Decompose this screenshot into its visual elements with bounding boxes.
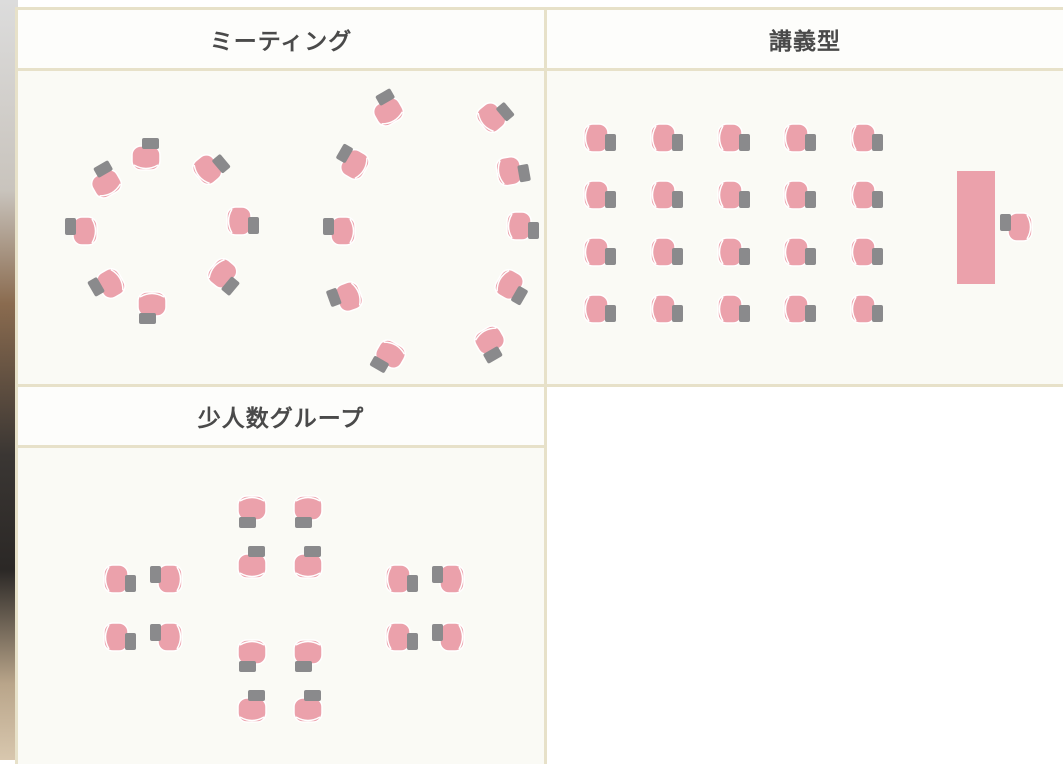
meeting-panel-title: ミーティング — [18, 10, 544, 71]
chair-icon — [206, 257, 240, 296]
chair-icon — [717, 237, 750, 267]
chair-icon — [372, 88, 405, 127]
chair-icon — [237, 546, 267, 579]
chair-icon — [650, 294, 683, 324]
lecture-diagram — [547, 71, 1063, 384]
chair-icon — [90, 160, 123, 199]
chair-icon — [650, 123, 683, 153]
chair-icon — [783, 237, 816, 267]
chair-icon — [717, 123, 750, 153]
chair-icon — [783, 180, 816, 210]
chair-icon — [293, 690, 323, 723]
chair-icon — [783, 123, 816, 153]
lecture-layout-panel: 講義型 — [544, 7, 1063, 387]
lecture-panel-title: 講義型 — [547, 10, 1063, 71]
meeting-layout-panel: ミーティング — [15, 7, 547, 387]
chair-icon — [650, 237, 683, 267]
chair-icon — [1000, 212, 1033, 242]
chair-icon — [850, 294, 883, 324]
chair-icon — [226, 206, 259, 236]
chair-icon — [850, 123, 883, 153]
chair-icon — [237, 495, 267, 528]
group-diagram — [18, 448, 544, 764]
chair-icon — [495, 155, 531, 187]
desk-icon — [957, 171, 995, 284]
chair-icon — [650, 180, 683, 210]
chair-icon — [103, 564, 136, 594]
meeting-diagram — [18, 71, 544, 384]
chair-icon — [475, 102, 515, 134]
chair-icon — [131, 138, 161, 171]
chair-icon — [137, 291, 167, 324]
chair-icon — [65, 216, 98, 246]
chair-icon — [191, 154, 231, 186]
background-photo — [0, 0, 18, 760]
chair-icon — [432, 622, 465, 652]
chair-icon — [369, 339, 407, 373]
chair-icon — [150, 622, 183, 652]
lecture-seating-diagram — [583, 123, 1033, 324]
chair-icon — [385, 622, 418, 652]
chair-icon — [432, 564, 465, 594]
chair-icon — [850, 180, 883, 210]
chair-icon — [494, 268, 528, 306]
chair-icon — [717, 294, 750, 324]
chair-icon — [583, 180, 616, 210]
chair-icon — [293, 546, 323, 579]
meeting-seating-diagram — [65, 88, 539, 373]
chair-icon — [717, 180, 750, 210]
chair-icon — [103, 622, 136, 652]
group-layout-panel: 少人数グループ — [15, 384, 547, 764]
chair-icon — [323, 216, 356, 246]
chair-icon — [293, 495, 323, 528]
chair-icon — [326, 281, 364, 313]
chair-icon — [336, 143, 370, 181]
chair-icon — [385, 564, 418, 594]
chair-icon — [850, 237, 883, 267]
chair-icon — [237, 639, 267, 672]
group-panel-title: 少人数グループ — [18, 387, 544, 448]
chair-icon — [583, 237, 616, 267]
chair-icon — [506, 211, 539, 241]
chair-icon — [237, 690, 267, 723]
chair-icon — [583, 294, 616, 324]
chair-icon — [87, 267, 126, 300]
chair-icon — [473, 325, 506, 364]
chair-icon — [783, 294, 816, 324]
group-seating-diagram — [103, 495, 465, 723]
chair-icon — [150, 564, 183, 594]
chair-icon — [583, 123, 616, 153]
empty-area — [547, 387, 1063, 760]
chair-icon — [293, 639, 323, 672]
